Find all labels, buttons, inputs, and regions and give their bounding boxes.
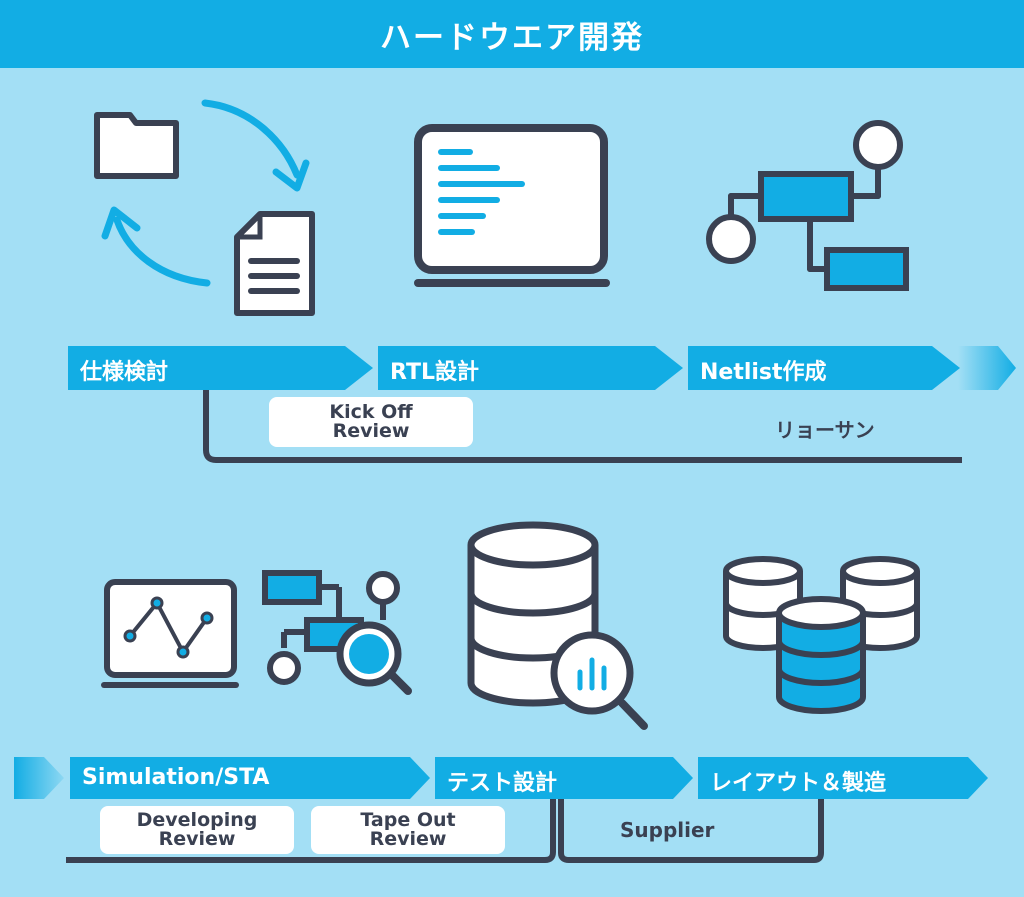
stage-label-rtl: RTL設計 [390,360,479,385]
developing-line1: Developing [136,809,258,831]
top-stage-arrows [68,346,1016,390]
kickoff-line1: Kick Off [329,401,413,423]
stage-arrow-5 [435,757,693,799]
tapeout-line1: Tape Out [360,809,456,831]
stage-arrow-2 [378,346,683,390]
top-bracket-line [203,390,962,463]
database-search-icon [467,521,648,730]
bottom-stage-arrows [14,757,988,799]
netlist-block-icon [706,120,909,291]
supplier-label: Supplier [620,818,715,842]
developing-line2: Review [158,828,236,850]
tapeout-review-badge: Tape Out Review [311,806,505,854]
stage-arrow-4 [70,757,430,799]
stage-arrow-3 [688,346,960,390]
folder-icon [94,112,179,179]
databases-icon [723,556,920,714]
developing-review-badge: Developing Review [100,806,294,854]
stage-label-layout: レイアウト＆製造 [710,771,887,796]
stage-arrow-6 [698,757,988,799]
vendor-note: リョーサン [775,418,875,442]
title-banner: ハードウエア開発 [0,0,1024,68]
stage-label-netlist: Netlist作成 [700,360,827,385]
stage-label-spec: 仕様検討 [80,360,169,385]
stage-label-simulation: Simulation/STA [82,765,270,790]
tapeout-line2: Review [369,828,447,850]
stage-label-test: テスト設計 [447,771,558,796]
stage-arrow-fade [958,346,1016,390]
kickoff-review-badge: Kick Off Review [269,397,473,447]
monitor-graph-icon [101,579,239,688]
bottom-bracket-line-left [66,799,556,863]
page-title: ハードウエア開発 [380,19,644,56]
laptop-code-icon [414,124,610,287]
bottom-bracket-line-right [558,799,824,863]
document-icon [234,211,315,316]
stage-arrow-1 [68,346,373,390]
kickoff-line2: Review [332,420,410,442]
stage-arrow-fade-left [14,757,64,799]
cycle-arrows-icon [101,99,310,287]
block-search-icon [262,570,412,695]
